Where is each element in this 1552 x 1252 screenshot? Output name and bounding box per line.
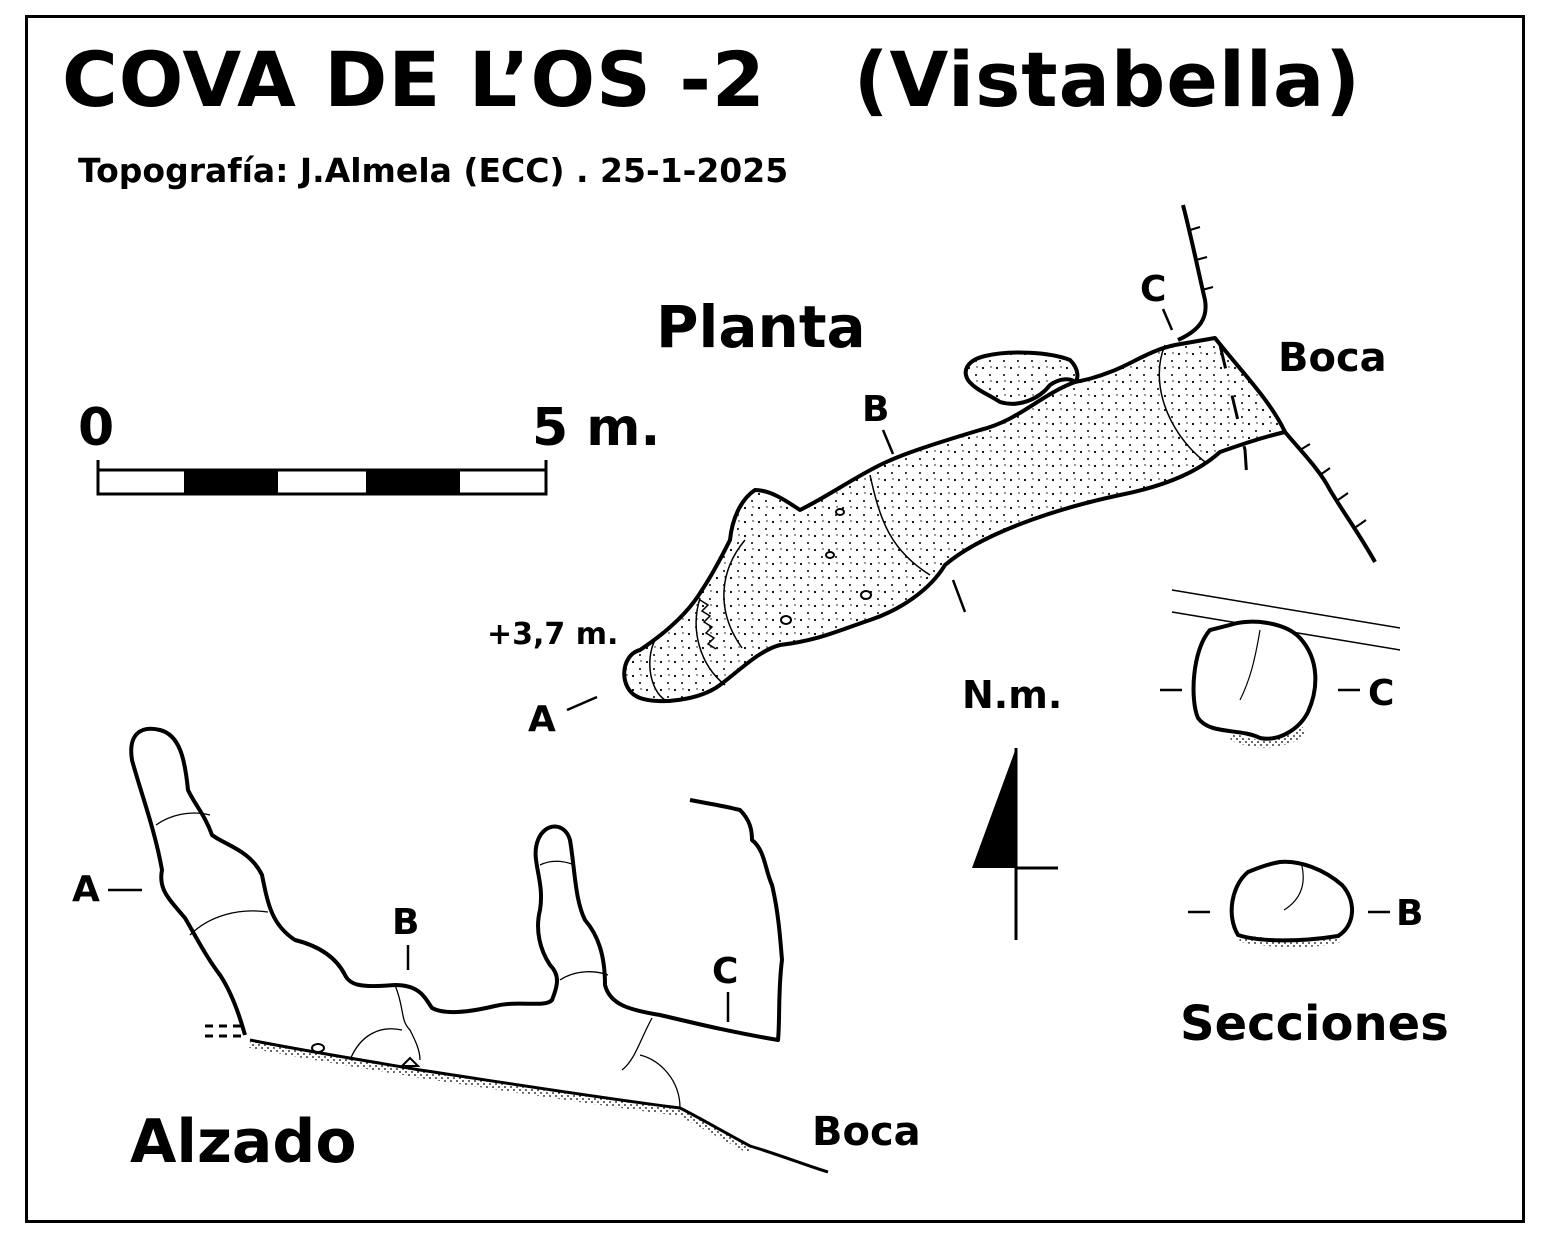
sections-heading: Secciones [1180, 996, 1449, 1052]
elevation-mark-b: B [392, 902, 420, 943]
survey-credit: Topografía: J.Almela (ECC) . 25-1-2025 [78, 151, 789, 190]
section-c [1160, 589, 1401, 748]
plan-height-note: +3,7 m. [487, 617, 619, 652]
elevation-mark-c: C [712, 951, 739, 992]
map-title: COVA DE L’OS -2(Vistabella) [62, 42, 1361, 118]
plan-entrance-label: Boca [1278, 335, 1387, 381]
plan-mark-a: A [528, 699, 556, 740]
plan-mark-b: B [862, 389, 890, 430]
scale-bar [96, 460, 548, 496]
north-arrow [972, 748, 1058, 940]
elevation-mark-a: A [72, 869, 100, 910]
map-frame [25, 15, 1525, 1223]
section-c-label: C [1368, 673, 1395, 714]
section-b [1188, 859, 1390, 948]
plan-mark-c: C [1140, 269, 1167, 310]
cave-location: (Vistabella) [853, 35, 1361, 124]
plan-passage-floor [622, 336, 1287, 704]
plan-heading: Planta [656, 293, 866, 361]
elevation-entrance-label: Boca [812, 1109, 921, 1155]
north-label: N.m. [962, 673, 1063, 717]
cave-name: COVA DE L’OS -2 [62, 35, 766, 124]
section-b-label: B [1396, 893, 1424, 934]
scale-end-label: 5 m. [532, 398, 661, 458]
plan-view [566, 204, 1377, 712]
elevation-view [108, 726, 829, 1174]
scale-start-label: 0 [78, 398, 115, 458]
elevation-heading: Alzado [130, 1107, 357, 1177]
